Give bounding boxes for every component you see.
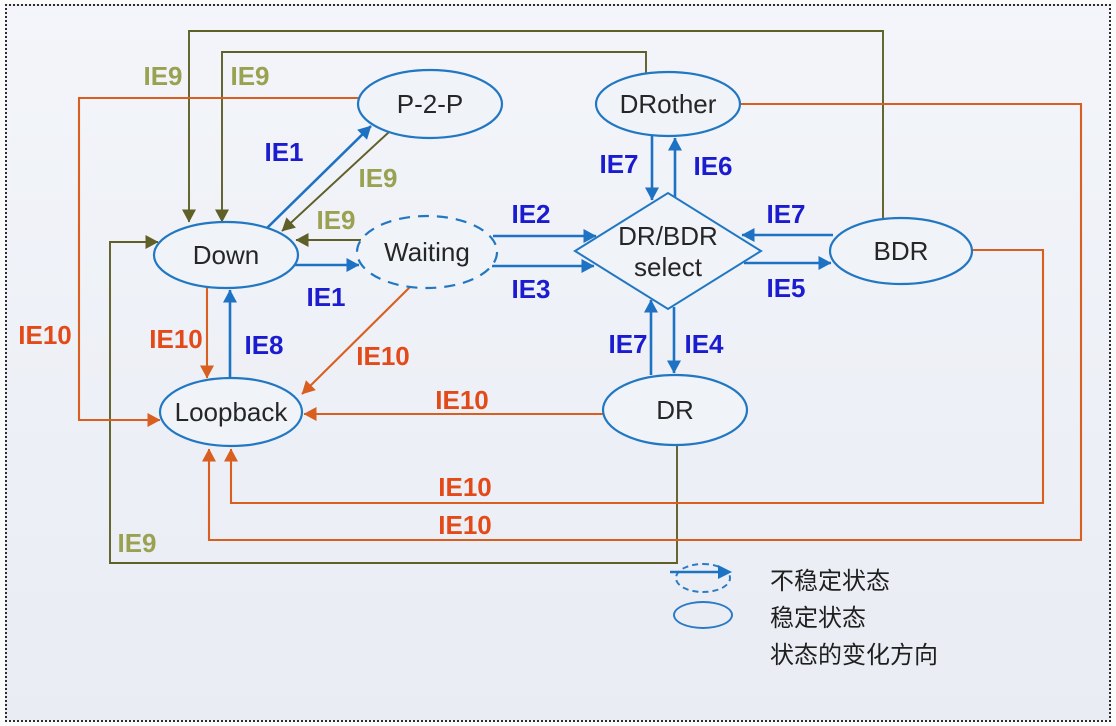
select-diamond-shape — [573, 191, 763, 311]
edge-label-ie8-15: IE8 — [244, 330, 283, 360]
node-label-loopback: Loopback — [175, 397, 289, 427]
legend-item-stable-state: 稳定状态 — [668, 600, 938, 632]
edge-p2p-to-down — [281, 131, 390, 232]
legend-item-transition-direction: 状态的变化方向 — [668, 565, 938, 669]
node-label-down: Down — [193, 240, 259, 270]
node-waiting: Waiting — [355, 214, 499, 290]
edge-p2p-to-loopback — [77, 96, 359, 427]
ellipse-icon — [673, 601, 733, 629]
legend-label-transition-direction: 状态的变化方向 — [770, 641, 938, 669]
edge-label-ie4-14: IE4 — [684, 329, 724, 359]
dr-ellipse-shape — [601, 373, 749, 447]
legend-label-stable-state: 稳定状态 — [770, 604, 866, 632]
edge-label-ie2-7: IE2 — [511, 199, 550, 229]
node-bdr: BDR — [828, 216, 974, 286]
edge-label-ie10-18: IE10 — [356, 341, 410, 371]
edge-label-ie10-20: IE10 — [438, 472, 492, 502]
node-label-dr: DR — [656, 395, 694, 425]
waiting-ellipse-shape — [355, 214, 499, 290]
edge-label-ie3-8: IE3 — [511, 274, 550, 304]
loopback-ellipse-shape — [158, 376, 304, 448]
edge-waiting-to-loopback — [301, 286, 411, 395]
edge-label-ie9-2: IE9 — [358, 163, 397, 193]
node-dr: DR — [601, 373, 749, 447]
edge-label-ie10-17: IE10 — [149, 324, 203, 354]
edge-label-ie7-9: IE7 — [599, 149, 638, 179]
down-ellipse-shape — [152, 220, 300, 290]
node-label-bdr: BDR — [874, 236, 929, 266]
node-drother: DRother — [594, 70, 742, 138]
edge-down-to-p2p — [266, 125, 372, 229]
node-down: Down — [152, 220, 300, 290]
dashed-ellipse-icon — [675, 563, 731, 593]
edge-label-ie9-0: IE9 — [143, 61, 182, 91]
edge-drother-to-loopback-loop — [202, 102, 1083, 542]
stable-state-swatch — [668, 601, 738, 629]
edge-label-ie10-21: IE10 — [438, 510, 492, 540]
node-label-waiting: Waiting — [384, 237, 470, 267]
edge-label-ie1-6: IE1 — [306, 282, 345, 312]
unstable-state-swatch — [668, 563, 738, 593]
p2p-ellipse-shape — [356, 68, 504, 140]
edge-label-ie9-1: IE9 — [230, 61, 269, 91]
legend: 不稳定状态 稳定状态 状态的变化方向 — [668, 563, 938, 669]
node-label-p2p: P-2-P — [397, 89, 463, 119]
arrow-icon — [670, 565, 732, 579]
edge-label-ie1-5: IE1 — [264, 137, 303, 167]
edge-label-ie7-11: IE7 — [766, 199, 805, 229]
edge-drother-to-down-loop — [215, 51, 647, 223]
edge-label-ie6-10: IE6 — [693, 151, 732, 181]
edge-label-ie10-19: IE10 — [435, 385, 489, 415]
edge-label-ie9-3: IE9 — [316, 205, 355, 235]
edge-label-ie9-4: IE9 — [117, 528, 156, 558]
edge-label-ie10-16: IE10 — [18, 320, 72, 350]
edge-dr-to-down-loop — [109, 235, 678, 564]
legend-item-unstable-state: 不稳定状态 — [668, 563, 938, 595]
drother-ellipse-shape — [594, 70, 742, 138]
edge-label-ie7-13: IE7 — [608, 329, 647, 359]
node-label-drother: DRother — [620, 89, 717, 119]
bdr-ellipse-shape — [828, 216, 974, 286]
edge-label-ie5-12: IE5 — [766, 273, 805, 303]
edge-bdr-to-loopback-loop — [224, 248, 1045, 505]
legend-label-unstable-state: 不稳定状态 — [770, 567, 890, 595]
node-loopback: Loopback — [158, 376, 304, 448]
edge-bdr-to-down-loop — [182, 30, 884, 223]
node-p2p: P-2-P — [356, 68, 504, 140]
